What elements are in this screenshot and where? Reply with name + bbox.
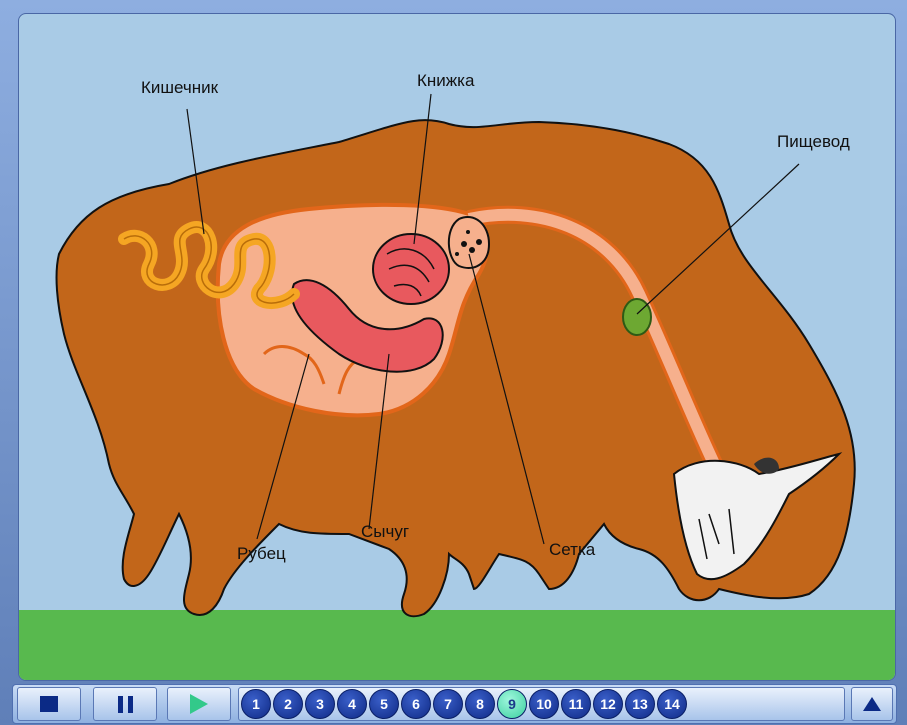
omasum-shape xyxy=(373,234,449,304)
step-button-9[interactable]: 9 xyxy=(497,689,527,719)
step-button-12[interactable]: 12 xyxy=(593,689,623,719)
step-button-6[interactable]: 6 xyxy=(401,689,431,719)
diagram-stage: Кишечник Книжка Пищевод Рубец Сычуг Сетк… xyxy=(18,13,896,681)
play-triangle-icon xyxy=(190,694,208,714)
play-button[interactable] xyxy=(167,687,231,721)
label-abomasum: Сычуг xyxy=(361,522,409,542)
up-triangle-icon xyxy=(863,697,881,711)
pause-button[interactable] xyxy=(93,687,157,721)
step-button-13[interactable]: 13 xyxy=(625,689,655,719)
step-button-8[interactable]: 8 xyxy=(465,689,495,719)
label-rumen: Рубец xyxy=(237,544,286,564)
stop-button[interactable] xyxy=(17,687,81,721)
pause-icon xyxy=(118,696,133,713)
stop-square-icon xyxy=(40,696,58,712)
reticulum-shape xyxy=(449,217,489,268)
label-intestine: Кишечник xyxy=(141,78,218,98)
up-button[interactable] xyxy=(851,687,893,721)
step-button-5[interactable]: 5 xyxy=(369,689,399,719)
step-button-2[interactable]: 2 xyxy=(273,689,303,719)
label-omasum: Книжка xyxy=(417,71,474,91)
step-button-4[interactable]: 4 xyxy=(337,689,367,719)
label-esophagus: Пищевод xyxy=(777,132,850,152)
step-button-1[interactable]: 1 xyxy=(241,689,271,719)
playback-controls: 1 2 3 4 5 6 7 8 9 10 11 12 13 14 xyxy=(12,684,897,724)
step-button-11[interactable]: 11 xyxy=(561,689,591,719)
step-button-7[interactable]: 7 xyxy=(433,689,463,719)
step-button-10[interactable]: 10 xyxy=(529,689,559,719)
bison-digestive-diagram xyxy=(19,14,895,680)
step-button-3[interactable]: 3 xyxy=(305,689,335,719)
label-reticulum: Сетка xyxy=(549,540,595,560)
grass-ground xyxy=(19,610,895,680)
step-buttons: 1 2 3 4 5 6 7 8 9 10 11 12 13 14 xyxy=(241,689,687,719)
step-button-14[interactable]: 14 xyxy=(657,689,687,719)
